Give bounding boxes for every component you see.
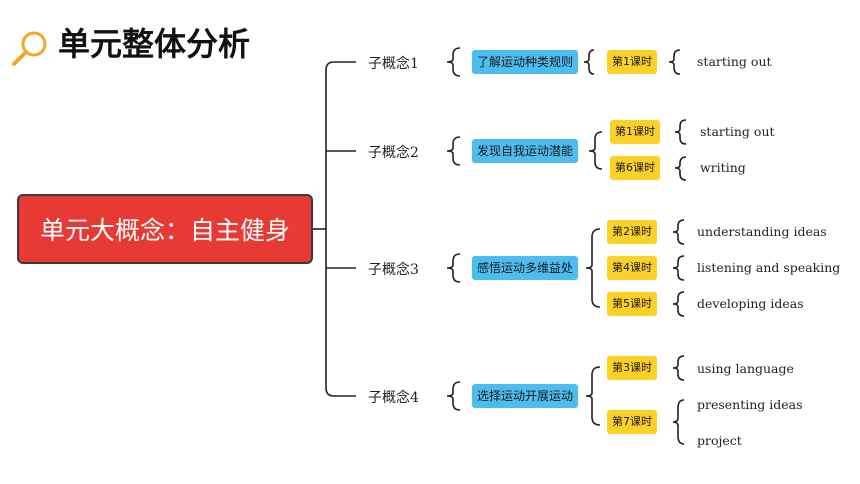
page-title: 单元整体分析 [58,25,251,63]
activity-label: presenting ideas [697,397,803,412]
lesson-node: 第1课时 [607,50,657,74]
sub-concept-4-label: 子概念4 [368,390,419,406]
lesson-node: 第6课时 [610,156,660,180]
lesson-node: 第2课时 [607,220,657,244]
lesson-node: 第4课时 [607,256,657,280]
main-concept-node: 单元大概念：自主健身 [17,194,313,264]
search-icon [12,31,47,66]
sub-concept-3-label: 子概念3 [368,262,419,278]
lesson-node: 第1课时 [610,120,660,144]
activity-label: understanding ideas [697,224,827,239]
sub-concept-1-label: 子概念1 [368,56,419,72]
activity-label: using language [697,361,794,376]
activity-label: developing ideas [697,296,804,311]
activity-label: starting out [700,124,775,139]
activity-label: listening and speaking [697,260,841,275]
lesson-node: 第5课时 [607,292,657,316]
activity-label: writing [700,160,746,175]
goal-node-1: 了解运动种类规则 [472,50,579,74]
lesson-node: 第7课时 [607,410,657,434]
sub-concept-2-label: 子概念2 [368,145,419,161]
goal-node-4: 选择运动开展运动 [472,384,579,408]
goal-node-3: 感悟运动多维益处 [472,256,579,280]
goal-node-2: 发现自我运动潜能 [472,139,579,163]
activity-label: project [697,433,742,448]
activity-label: starting out [697,54,772,69]
lesson-node: 第3课时 [607,356,657,380]
